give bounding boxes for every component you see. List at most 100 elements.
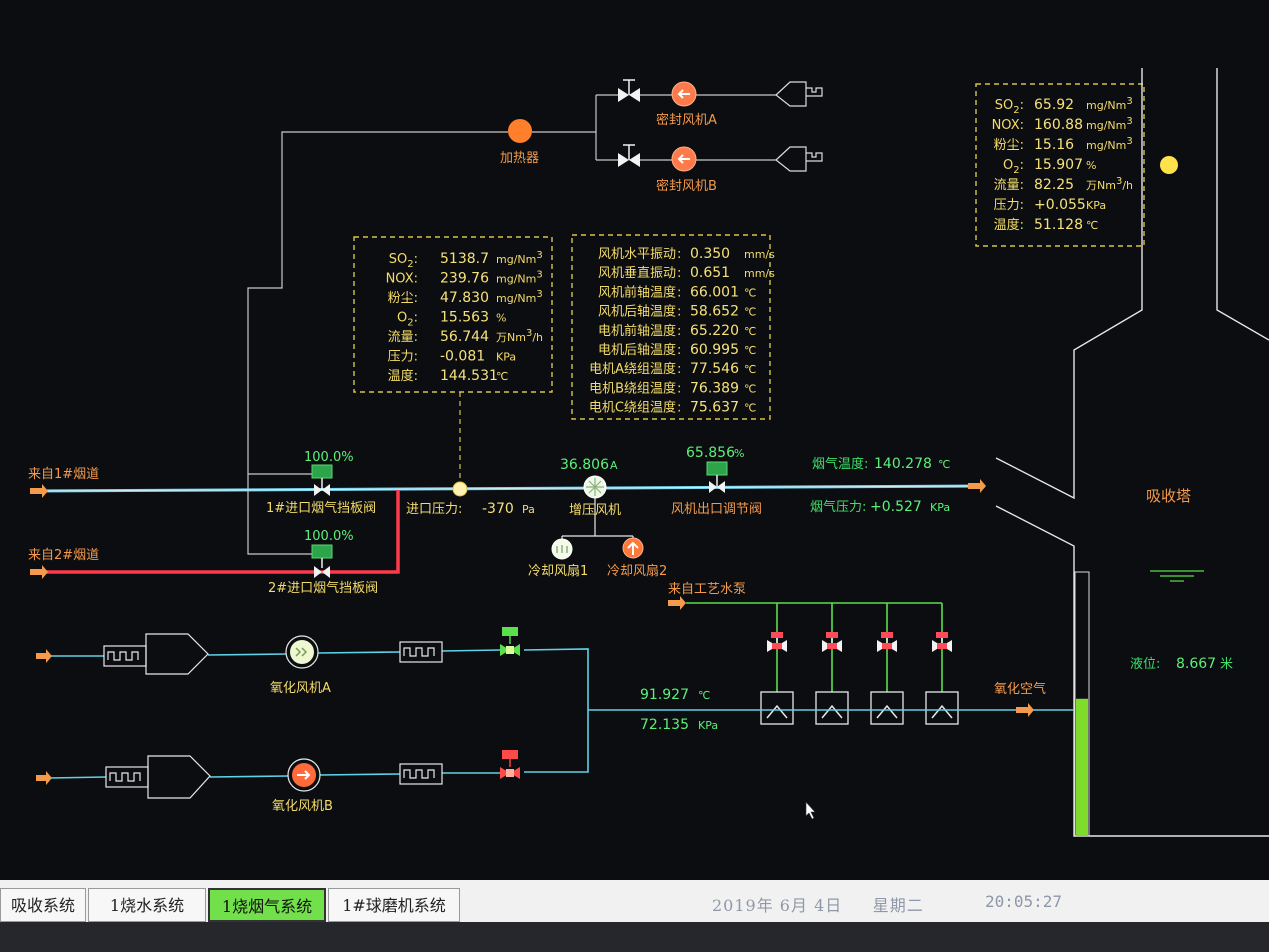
outlet-valve-pct-unit: %	[734, 447, 744, 460]
inlet-name-5: 压力:	[388, 350, 418, 365]
outlet-unit-3: %	[1086, 159, 1096, 172]
outlet-value-2: 15.16	[1034, 137, 1074, 153]
spray-nozzle-3-icon	[870, 691, 904, 725]
oxidation-temp-value: 91.927	[640, 687, 689, 703]
inlet-name-1: NOX:	[386, 272, 418, 287]
oxidation-fan-b-label: 氧化风机B	[272, 799, 333, 814]
inlet-value-3: 15.563	[440, 310, 489, 326]
outlet-unit-4: 万Nm3/h	[1086, 176, 1133, 192]
fan-metric-name-3: 风机后轴温度	[598, 304, 676, 320]
oxidation-b-inlet-arrow-icon	[36, 771, 52, 785]
oxidation-a-outlet-valve-icon[interactable]	[500, 627, 520, 656]
fan-metric-colon-6: :	[677, 362, 681, 377]
oxidation-fan-b-filter-icon	[105, 755, 443, 799]
outlet-unit-2: mg/Nm3	[1086, 136, 1133, 152]
inlet-value-0: 5138.7	[440, 251, 489, 267]
fan-metric-value-4: 65.220	[690, 323, 739, 339]
seal-fan-b-icon[interactable]	[671, 146, 697, 172]
outlet-value-4: 82.25	[1034, 177, 1074, 193]
outlet-valve-icon[interactable]	[706, 461, 728, 493]
status-weekday-value: 二	[906, 896, 924, 915]
seal-fan-b-label: 密封风机B	[656, 178, 717, 194]
outlet-name-0: SO2:	[995, 98, 1024, 116]
inlet-value-5: -0.081	[440, 349, 485, 365]
tab-3[interactable]: 1烧烟气系统	[208, 888, 326, 922]
fan-metric-name-7: 电机B绕组温度	[589, 380, 676, 396]
damper2-pct: 100.0%	[304, 529, 354, 544]
tab-2[interactable]: 1烧水系统	[88, 888, 206, 922]
flue-press-unit: KPa	[930, 501, 950, 514]
heater-icon[interactable]	[508, 119, 532, 143]
damper1-label: 1#进口烟气挡板阀	[266, 500, 376, 516]
damper1-pct: 100.0%	[304, 450, 354, 465]
spray-valve-4-icon[interactable]	[932, 632, 952, 652]
seal-fan-b-intake-icon	[775, 146, 823, 172]
inlet-value-6: 144.531	[440, 368, 498, 384]
inlet-pressure-sensor-icon	[452, 481, 468, 497]
seal-fan-b-valve-icon[interactable]	[618, 144, 640, 167]
inlet-unit-5: KPa	[496, 351, 516, 364]
from-flue2-label: 来自2#烟道	[28, 548, 99, 563]
oxidation-fan-a-icon[interactable]	[285, 635, 319, 669]
mouse-cursor-icon	[805, 801, 816, 820]
spray-valve-3-icon[interactable]	[877, 632, 897, 652]
cooling-fan-1-icon[interactable]	[551, 538, 573, 560]
outlet-name-4: 流量:	[994, 178, 1024, 193]
fan-metric-colon-5: :	[677, 343, 681, 358]
fan-metric-name-4: 电机前轴温度	[598, 323, 676, 339]
status-date: 2019年 6月 4日 星期二	[712, 892, 924, 916]
oxidation-fan-b-icon[interactable]	[287, 758, 321, 792]
flue-temp-label: 烟气温度:	[812, 456, 868, 472]
fan-metric-unit-7: ℃	[744, 382, 756, 395]
process-water-arrow-icon	[668, 596, 686, 610]
fan-metric-unit-0: mm/s	[744, 248, 775, 261]
spray-valve-2-icon[interactable]	[822, 632, 842, 652]
booster-fan-icon[interactable]	[583, 475, 607, 499]
fan-metric-unit-6: ℃	[744, 363, 756, 376]
cooling-fan-2-icon[interactable]	[622, 537, 644, 559]
outlet-name-3: O2:	[1003, 158, 1024, 176]
flue-temp-value: 140.278	[874, 456, 932, 472]
tab-1[interactable]: 吸收系统	[0, 888, 86, 922]
seal-fan-a-valve-icon[interactable]	[618, 79, 640, 102]
level-gauge-fill	[1076, 698, 1088, 835]
oxidation-a-inlet-arrow-icon	[36, 649, 52, 663]
inlet-value-2: 47.830	[440, 290, 489, 306]
outlet-value-5: +0.055	[1034, 197, 1086, 213]
inlet-value-1: 239.76	[440, 271, 489, 287]
absorber-label: 吸收塔	[1146, 487, 1191, 505]
fan-monitor-box	[571, 234, 771, 420]
seal-fan-a-intake-icon	[775, 81, 823, 107]
oxidation-b-outlet-valve-icon[interactable]	[500, 750, 520, 779]
inlet-unit-6: ℃	[496, 370, 508, 383]
damper2-valve-icon[interactable]	[311, 544, 333, 578]
from-flue1-label: 来自1#烟道	[28, 467, 99, 482]
status-date-text: 2019年 6月 4日	[712, 896, 843, 915]
outlet-unit-1: mg/Nm3	[1086, 116, 1133, 132]
oxidation-pressure-unit: KPa	[698, 719, 718, 732]
tab-4[interactable]: 1#球磨机系统	[328, 888, 460, 922]
flue1-arrow-icon	[30, 484, 48, 498]
fan-metric-colon-0: :	[677, 247, 681, 262]
outlet-valve-label: 风机出口调节阀	[671, 502, 762, 517]
fan-metric-colon-4: :	[677, 324, 681, 339]
outlet-name-1: NOX:	[992, 118, 1024, 133]
seal-fan-a-icon[interactable]	[671, 81, 697, 107]
fan-metric-value-6: 77.546	[690, 361, 739, 377]
spray-valve-1-icon[interactable]	[767, 632, 787, 652]
outlet-name-6: 温度:	[994, 217, 1024, 233]
fan-metric-colon-7: :	[677, 381, 681, 396]
inlet-pressure-value: -370	[482, 501, 514, 517]
outlet-value-1: 160.88	[1034, 117, 1083, 133]
damper1-valve-icon[interactable]	[311, 464, 333, 496]
booster-current-unit: A	[610, 459, 618, 472]
outlet-value-6: 51.128	[1034, 217, 1083, 233]
fan-metric-value-0: 0.350	[690, 246, 730, 262]
fan-metric-name-6: 电机A绕组温度	[589, 361, 676, 377]
inlet-pressure-unit: Pa	[522, 503, 535, 516]
fan-metric-unit-3: ℃	[744, 306, 756, 319]
fan-metric-name-2: 风机前轴温度	[598, 284, 676, 300]
fan-metric-colon-2: :	[677, 285, 681, 300]
